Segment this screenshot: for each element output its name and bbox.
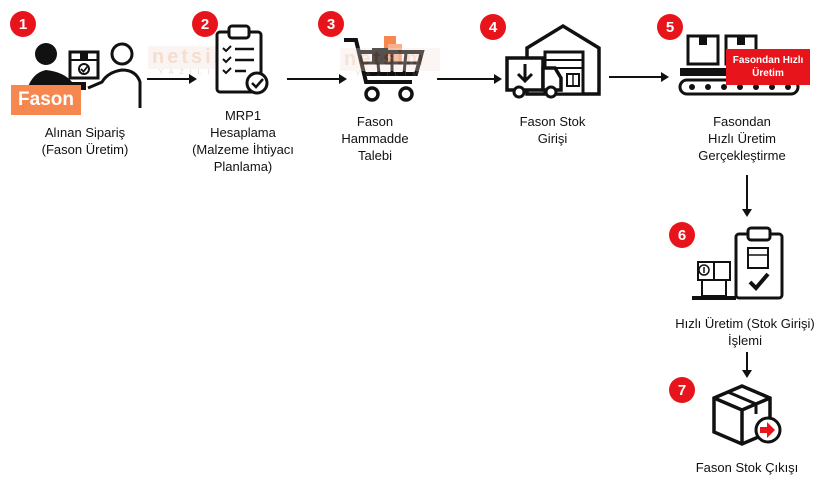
- step-1-label: Alınan Sipariş (Fason Üretim): [41, 125, 129, 157]
- stock-entry-clipboard-icon: [688, 224, 788, 304]
- step-2-badge: 2: [192, 11, 218, 37]
- step-1-badge: 1: [10, 11, 36, 37]
- step-6-label: Hızlı Üretim (Stok Girişi) İşlemi: [675, 316, 815, 348]
- arrow-3-4: [437, 72, 502, 90]
- arrow-1-2: [147, 72, 197, 90]
- order-handover-icon: [12, 38, 142, 118]
- step-5-label: Fasondan Hızlı Üretim Gerçekleştirme: [698, 114, 786, 163]
- step-5-badge: 5: [657, 14, 683, 40]
- stock-exit-box-icon: [708, 382, 784, 446]
- step-6-badge: 6: [669, 222, 695, 248]
- step-7-label: Fason Stok Çıkışı: [695, 460, 799, 475]
- arrow-4-5: [609, 70, 669, 88]
- step-2-label: MRP1 Hesaplama (Malzeme İhtiyacı Planlam…: [192, 108, 294, 174]
- warehouse-truck-icon: [505, 22, 605, 100]
- arrow-2-3: [287, 72, 347, 90]
- clipboard-checklist-icon: [212, 22, 272, 97]
- step-4-badge: 4: [480, 14, 506, 40]
- watermark-logo-2: netsim YAZILIM: [340, 48, 440, 84]
- step-3-label: Fason Hammadde Talebi: [341, 114, 409, 163]
- step-7-badge: 7: [669, 377, 695, 403]
- fason-tag: Fason: [11, 85, 81, 115]
- shopping-cart-icon: [340, 30, 430, 108]
- step-3-badge: 3: [318, 11, 344, 37]
- step-4-label: Fason Stok Girişi: [519, 114, 586, 146]
- arrow-6-7: [741, 352, 753, 383]
- arrow-5-6: [741, 175, 753, 222]
- fasondan-hizli-uretim-tag: Fasondan Hızlı Üretim: [726, 49, 810, 85]
